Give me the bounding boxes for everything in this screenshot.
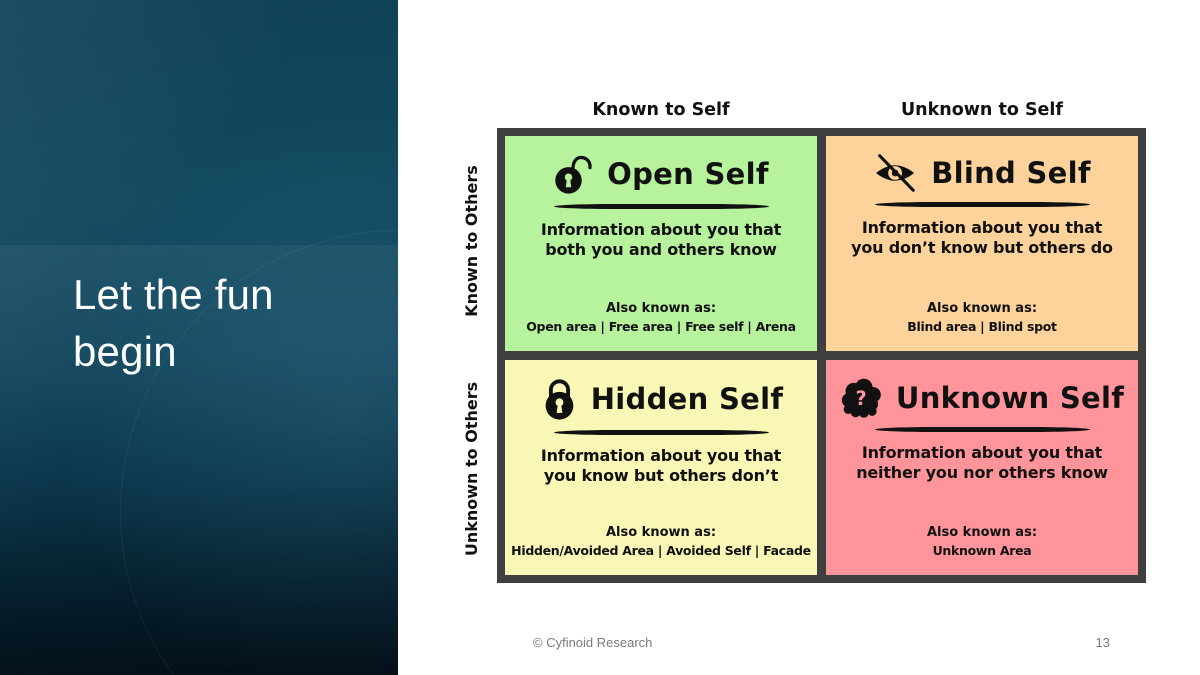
quadrant-description: Information about you that neither you n… (856, 442, 1108, 483)
row-header-unknown-to-others: Unknown to Others (462, 381, 481, 557)
title-underline (874, 427, 1090, 432)
also-known-block: Also known as: Unknown Area (927, 523, 1037, 561)
cloud-question-icon: ? (840, 377, 884, 418)
quadrant-aliases: Hidden/Avoided Area | Avoided Self | Fac… (511, 543, 811, 559)
also-known-block: Also known as: Blind area | Blind spot (907, 299, 1057, 337)
column-header-unknown-to-self: Unknown to Self (900, 100, 1064, 120)
quadrant-aliases: Open area | Free area | Free self | Aren… (526, 319, 796, 335)
title-underline (874, 202, 1090, 207)
unlocked-padlock-icon (553, 153, 595, 195)
also-known-label: Also known as: (926, 300, 1038, 316)
row-header-known-to-others: Known to Others (462, 165, 481, 317)
quadrant-unknown-self: ? Unknown Self Information about you tha… (826, 360, 1138, 575)
quadrant-aliases: Unknown Area (932, 543, 1032, 559)
blind-self-title-row: Blind Self (873, 153, 1091, 193)
quadrant-title: Blind Self (931, 156, 1091, 190)
also-known-block: Also known as: Open area | Free area | F… (526, 299, 796, 337)
also-known-label: Also known as: (605, 300, 717, 316)
title-underline (553, 204, 769, 209)
quadrant-description: Information about you that you know but … (540, 445, 782, 486)
quadrant-title: Unknown Self (895, 380, 1125, 415)
quadrant-blind-self: Blind Self Information about you that yo… (826, 136, 1138, 351)
also-known-label: Also known as: (605, 524, 717, 540)
quadrant-title: Hidden Self (590, 382, 784, 416)
locked-padlock-icon (539, 377, 579, 421)
slide-title: Let the fun begin (73, 271, 274, 376)
svg-text:?: ? (855, 387, 866, 410)
quadrant-aliases: Blind area | Blind spot (907, 319, 1057, 335)
quadrant-description: Information about you that you don’t kno… (851, 217, 1113, 258)
hidden-self-title-row: Hidden Self (539, 377, 784, 421)
title-underline (553, 430, 769, 435)
also-known-label: Also known as: (926, 524, 1038, 540)
quadrant-description: Information about you that both you and … (540, 219, 782, 260)
page-number: 13 (1095, 635, 1110, 650)
unknown-self-title-row: ? Unknown Self (840, 377, 1124, 418)
quadrant-title: Open Self (607, 157, 769, 191)
left-accent-panel (0, 0, 682, 675)
open-self-title-row: Open Self (553, 153, 769, 195)
quadrant-hidden-self: Hidden Self Information about you that y… (505, 360, 817, 575)
column-header-known-to-self: Known to Self (592, 100, 730, 120)
quadrant-open-self: Open Self Information about you that bot… (505, 136, 817, 351)
footer-copyright: © Cyfinoid Research (533, 635, 653, 650)
eye-slash-icon (873, 153, 919, 193)
johari-window-grid: Open Self Information about you that bot… (497, 128, 1146, 583)
also-known-block: Also known as: Hidden/Avoided Area | Avo… (511, 523, 811, 561)
